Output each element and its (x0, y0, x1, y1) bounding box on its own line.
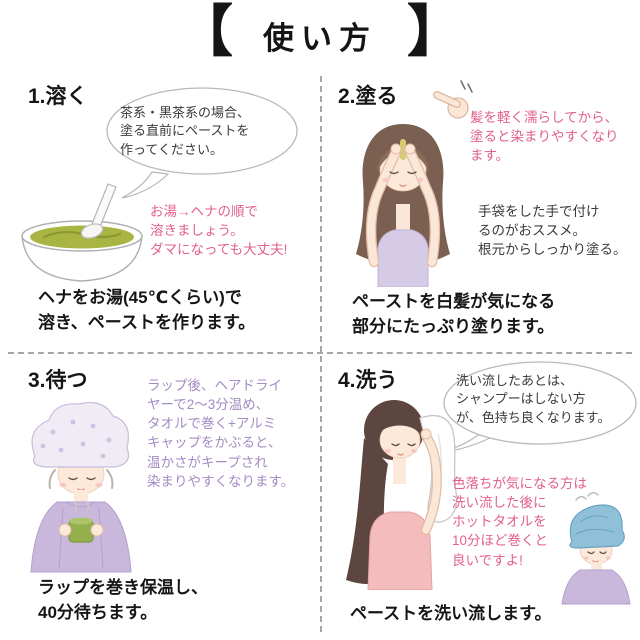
cap-dots (40, 419, 112, 459)
vertical-divider (320, 76, 322, 632)
closed-eye (407, 443, 416, 447)
hand (420, 428, 432, 440)
finger (434, 92, 460, 107)
applying-illustration (356, 124, 450, 287)
closed-eye (587, 551, 595, 555)
closed-eye (407, 171, 417, 175)
motion-mark (460, 80, 466, 90)
right-hand (404, 143, 416, 155)
blush (605, 556, 611, 560)
speech-bubble-tail (121, 171, 170, 199)
left-hand (58, 523, 72, 537)
closed-eye (389, 171, 399, 175)
closed-eye (391, 443, 400, 447)
blush (59, 482, 67, 488)
page-title-text: 使い方 (263, 20, 377, 56)
blush (382, 177, 390, 183)
apply-caption: ペーストを白髪が気になる 部分にたっぷり塗ります。 (352, 292, 556, 336)
rinse-caption: ペーストを洗い流します。 (350, 604, 552, 623)
shower-cap (31, 401, 130, 468)
tea-surface (69, 517, 93, 525)
motion-mark (467, 83, 473, 93)
towel-wrap (569, 504, 625, 549)
bang (380, 421, 420, 434)
wait-purple-tip: ラップ後、ヘアドライ ヤーで2〜3分温め、 タオルで巻く+アルミ キャップをかぶ… (147, 378, 295, 489)
closed-eye (86, 477, 96, 481)
speech-bubble (441, 361, 637, 453)
dissolve-pink-tip: お湯→ヘナの順で 溶きましょう。 ダマになっても大丈夫! (150, 204, 288, 258)
closed-eye (599, 551, 607, 555)
steam (587, 492, 599, 497)
waiting-illustration (30, 401, 132, 573)
section-heading-rinse: 4.洗う (338, 369, 398, 392)
henna-paste (30, 225, 134, 249)
mouth (397, 453, 404, 456)
hot-towel-illustration (561, 492, 631, 605)
mouth (399, 184, 407, 187)
steam (74, 501, 78, 513)
horizontal-divider (8, 352, 632, 354)
gray-hair (48, 469, 56, 489)
wait-caption: ラップを巻き保温し、 40分待ちます。 (38, 578, 208, 622)
left-arm (367, 148, 400, 266)
right-arm (406, 148, 439, 266)
rinsing-illustration (346, 400, 458, 590)
shirt (377, 229, 429, 287)
section-heading-wait: 3.待つ (28, 369, 88, 392)
speech-bubble-body (443, 361, 637, 445)
speech-bubble-text: 洗い流したあとは、 シャンプーはしない方 が、色持ち良くなります。 (456, 373, 611, 425)
gray-hair (106, 469, 114, 489)
cape (561, 569, 631, 605)
speech-bubble-text: 茶系・黒茶系の場合、 塗る直前にペーストを 作ってください。 (120, 105, 251, 157)
section-heading-apply: 2.塗る (338, 85, 398, 108)
blush (416, 177, 424, 183)
steam (575, 496, 587, 501)
towel-folds (575, 515, 615, 535)
blush (384, 449, 392, 453)
blush (95, 482, 103, 488)
speech-bubble (106, 87, 298, 199)
cape-folds (58, 501, 104, 569)
spoon-bowl (80, 223, 104, 239)
arm (422, 432, 441, 534)
hair (356, 124, 450, 266)
neck (396, 204, 410, 232)
page-title: 【 使い方 】 (0, 4, 640, 60)
title-bracket-right: 】 (407, 0, 463, 63)
blush (410, 449, 418, 453)
steam (86, 501, 90, 513)
apply-pink-tip: 髪を軽く濡らしてから、 塗ると染まりやすくなり ます。 (470, 110, 619, 164)
speech-bubble-body (106, 87, 298, 175)
bowl-illustration (21, 183, 143, 282)
closed-eye (68, 477, 78, 481)
right-hand (90, 523, 104, 537)
rinse-pink-tip: 色落ちが気になる方は 洗い流した後に ホットタオルを 10分ほど巻くと 良いです… (452, 476, 587, 568)
blush (583, 556, 589, 560)
left-hand (390, 143, 402, 155)
shirt (367, 511, 433, 590)
section-heading-dissolve: 1.溶く (28, 85, 88, 108)
pointing-hand-icon (433, 80, 473, 119)
title-bracket-left: 【 (177, 0, 233, 63)
neck (393, 454, 406, 484)
dissolve-caption: ヘナをお湯(45℃くらい)で 溶き、ペーストを作ります。 (38, 288, 256, 332)
apply-black-tip: 手袋をした手で付け るのがおススメ。 根元からしっかり塗る。 (478, 204, 627, 258)
neck (591, 562, 602, 574)
